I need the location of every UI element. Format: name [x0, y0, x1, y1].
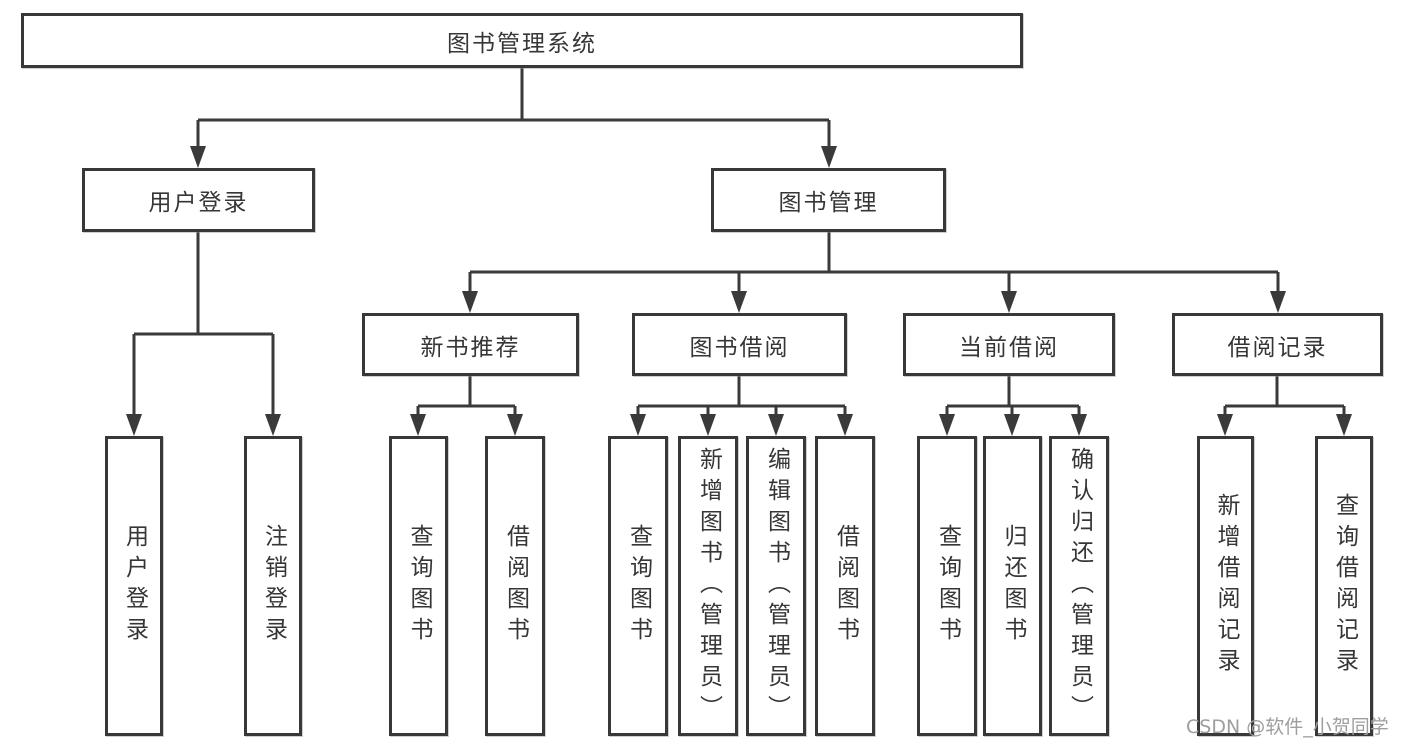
node-book-management: 图书管理 — [711, 168, 946, 232]
leaf-nb-query-books: 查询图书 — [389, 436, 448, 736]
leaf-br-add-record: 新增借阅记录 — [1197, 436, 1254, 736]
node-current-borrow: 当前借阅 — [903, 313, 1115, 376]
leaf-cb-query-books-label: 查询图书 — [934, 524, 961, 648]
node-borrow-records-label: 借阅记录 — [1227, 334, 1328, 361]
leaf-nb-query-books-label: 查询图书 — [406, 524, 432, 648]
node-user-login: 用户登录 — [82, 168, 315, 232]
leaf-br-add-record-label: 新增借阅记录 — [1213, 493, 1239, 679]
node-current-borrow-label: 当前借阅 — [959, 334, 1059, 361]
leaf-bb-add-books-admin: 新增图书（管理员） — [678, 436, 738, 736]
leaf-user-login-label: 用户登录 — [121, 524, 148, 648]
leaf-nb-borrow-books: 借阅图书 — [485, 436, 545, 736]
csdn-watermark: CSDN @软件_小贺同学 — [1186, 716, 1389, 738]
leaf-cb-confirm-return-admin: 确认归还（管理员） — [1049, 436, 1109, 736]
node-root-system: 图书管理系统 — [21, 13, 1023, 68]
leaf-bb-borrow-books: 借阅图书 — [815, 436, 875, 736]
node-root-label: 图书管理系统 — [447, 30, 597, 57]
leaf-br-query-record: 查询借阅记录 — [1315, 436, 1373, 736]
leaf-cb-confirm-return-admin-label: 确认归还（管理员） — [1066, 446, 1093, 726]
node-book-management-label: 图书管理 — [778, 190, 879, 216]
leaf-bb-edit-books-admin-label: 编辑图书（管理员） — [763, 446, 790, 726]
leaf-cb-query-books: 查询图书 — [917, 436, 977, 736]
leaf-bb-add-books-admin-label: 新增图书（管理员） — [695, 446, 722, 726]
node-user-login-label: 用户登录 — [148, 190, 249, 216]
node-new-book-recommend: 新书推荐 — [362, 313, 579, 376]
leaf-cb-return-books-label: 归还图书 — [1000, 524, 1026, 648]
leaf-bb-query-books: 查询图书 — [608, 436, 668, 736]
leaf-bb-borrow-books-label: 借阅图书 — [832, 524, 859, 648]
leaf-logout-label: 注销登录 — [260, 524, 287, 648]
node-book-borrow: 图书借阅 — [632, 313, 847, 376]
leaf-bb-edit-books-admin: 编辑图书（管理员） — [746, 436, 806, 736]
node-new-book-recommend-label: 新书推荐 — [420, 334, 521, 361]
leaf-br-query-record-label: 查询借阅记录 — [1331, 493, 1358, 679]
leaf-user-login: 用户登录 — [105, 436, 163, 736]
leaf-cb-return-books: 归还图书 — [983, 436, 1042, 736]
leaf-nb-borrow-books-label: 借阅图书 — [502, 524, 529, 648]
leaf-bb-query-books-label: 查询图书 — [625, 524, 652, 648]
leaf-logout: 注销登录 — [244, 436, 302, 736]
node-borrow-records: 借阅记录 — [1172, 313, 1383, 376]
node-book-borrow-label: 图书借阅 — [689, 334, 790, 361]
